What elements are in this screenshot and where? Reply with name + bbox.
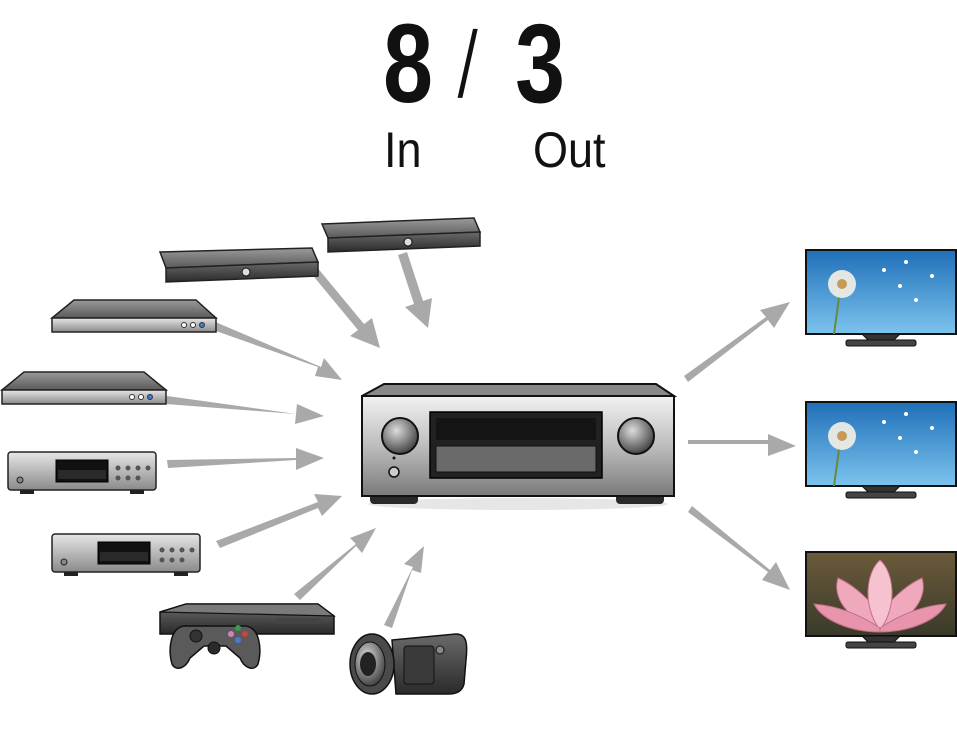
av-receiver-icon (361, 383, 678, 510)
arrow-out-2 (688, 434, 796, 456)
arrow-out-1 (684, 302, 790, 382)
outputs-count: 3 (515, 1, 565, 126)
set-top-box-icon (320, 217, 482, 253)
tv-icon (805, 249, 957, 347)
game-console-icon (159, 603, 336, 669)
cd-player-icon (51, 533, 201, 576)
arrow-out-3 (688, 506, 790, 590)
arrow-in-5 (167, 448, 324, 470)
output-arrows (684, 302, 796, 590)
tv-icon (805, 401, 957, 499)
arrow-in-6 (216, 494, 342, 548)
arrow-in-7 (294, 528, 376, 600)
arrow-in-8 (384, 546, 424, 628)
input-arrows (166, 252, 432, 628)
blu-ray-player-icon (49, 299, 218, 333)
tv-icon (805, 551, 957, 649)
inputs-label: In (384, 122, 422, 178)
arrow-in-3 (196, 315, 342, 380)
arrow-in-4 (166, 396, 324, 424)
arrow-in-1 (310, 266, 380, 348)
set-top-box-icon (158, 247, 320, 283)
cd-player-icon (7, 451, 157, 494)
inputs-count: 8 (383, 1, 433, 126)
outputs-label: Out (533, 122, 606, 178)
blu-ray-player-icon (0, 371, 169, 405)
camcorder-icon (349, 633, 468, 695)
arrow-in-2 (398, 252, 432, 328)
